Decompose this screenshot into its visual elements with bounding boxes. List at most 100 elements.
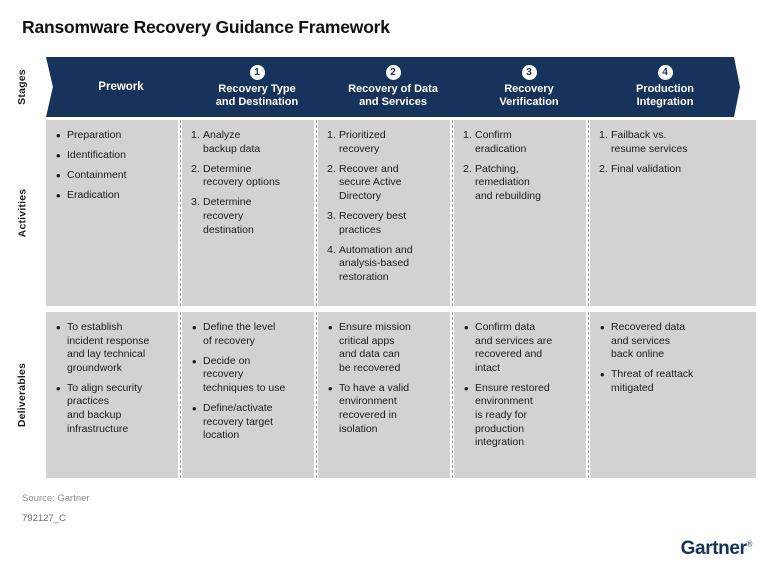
list-number: 2. (327, 162, 336, 175)
list-item: •Threat of reattack mitigated (599, 368, 748, 395)
list-item-text: Confirm eradication (475, 129, 527, 155)
list-item-text: Determine recovery destination (203, 196, 254, 236)
list-item-text: Automation and analysis-based restoratio… (339, 243, 413, 283)
stage-chevron-1[interactable]: Prework (46, 57, 196, 117)
deliverables-list: • Define the level of recovery • Decide on … (191, 321, 306, 443)
bullet-icon: • (192, 320, 197, 335)
deliverables-cell-2: • Define the level of recovery • Decide on … (182, 312, 314, 478)
list-number: 4. (327, 243, 336, 256)
list-item: • Define the level of recovery (191, 321, 306, 348)
row-label-deliverables-text: Deliverables (16, 362, 28, 428)
activities-list: • Preparation •Identification • Containment •… (55, 129, 170, 203)
list-item: 3.Determine recovery destination (191, 196, 306, 237)
column-divider (588, 312, 589, 478)
registered-trademark-icon: ® (746, 539, 753, 549)
list-item-text: Recovery best practices (339, 209, 407, 236)
row-label-activities-text: Activities (16, 188, 28, 238)
list-item-text: To establish incident response and lay t… (67, 321, 150, 374)
bullet-icon: • (464, 380, 469, 396)
bullet-icon: • (328, 320, 333, 335)
deliverables-list: •Recovered data and services back online… (599, 321, 748, 395)
list-item-text: To align security practices and backup i… (67, 381, 143, 435)
list-item-text: Ensure restored environment is ready for… (475, 381, 550, 449)
column-divider (180, 120, 181, 306)
document-id: 792127_C (22, 513, 66, 524)
stage-title: Prework (98, 80, 144, 93)
activities-cell-3: 1.Prioritized recovery 2.Recover and secu… (318, 120, 450, 306)
list-item-text: Determine recovery options (203, 162, 281, 189)
list-number: 2. (463, 162, 472, 175)
list-item-text: Decide on recovery techniques to use (203, 354, 286, 394)
list-item: 2.Patching, remediation and rebuilding (463, 163, 578, 204)
list-item: •Confirm data and services are recovered… (463, 321, 578, 375)
list-item-text: Threat of reattack mitigated (611, 368, 694, 394)
list-item: • To have a valid environment recovered i… (327, 382, 442, 436)
stage-title: Recovery Verification (499, 83, 559, 108)
bullet-icon: • (464, 320, 469, 335)
column-divider (452, 120, 453, 306)
column-divider (316, 120, 317, 306)
stage-number-badge-3: 3 (521, 65, 537, 80)
list-item-text: Recover and secure Active Directory (339, 162, 402, 202)
column-divider (180, 312, 181, 478)
list-item: • Ensure restored environment is ready fo… (463, 382, 578, 450)
list-item: • Preparation (55, 129, 170, 143)
list-item-text: Final validation (611, 162, 682, 175)
list-item-text: Preparation (67, 129, 122, 141)
list-item: •Identification (55, 149, 170, 163)
list-number: 3. (191, 196, 200, 209)
stage-title: Production Integration (635, 83, 695, 108)
list-item-text: Define the level of recovery (203, 321, 276, 347)
bullet-icon: • (192, 353, 197, 369)
bullet-icon: • (56, 168, 61, 184)
list-item-text: Recovered data and services back online (611, 321, 686, 361)
list-item-text: Containment (67, 169, 127, 182)
list-item-text: Failback vs. resume services (611, 129, 688, 155)
list-item: • Eradication (55, 189, 170, 203)
bullet-icon: • (328, 380, 333, 396)
deliverables-cell-4: •Confirm data and services are recovered… (454, 312, 586, 478)
bullet-icon: • (56, 188, 61, 204)
stage-title: Recovery Type and Destination (215, 83, 299, 108)
row-label-deliverables: Deliverables (0, 312, 44, 478)
list-item: •Define/activate recovery target locatio… (191, 402, 306, 443)
list-item: •To establish incident response and lay … (55, 321, 170, 375)
list-item: 3.Recovery best practices (327, 210, 442, 237)
deliverables-list: •Confirm data and services are recovered… (463, 321, 578, 450)
list-item-text: To have a valid environment recovered in… (339, 381, 410, 435)
list-number: 1. (327, 129, 336, 141)
list-number: 1. (463, 129, 472, 141)
deliverables-list: •Ensure mission critical apps and data c… (327, 321, 442, 436)
stage-number-badge-1: 1 (249, 65, 265, 80)
stage-title: Recovery of Data and Services (348, 83, 438, 108)
bullet-icon: • (56, 128, 61, 143)
list-item-text: Eradication (67, 189, 120, 202)
list-item: 2.Recover and secure Active Directory (327, 163, 442, 204)
list-number: 1. (599, 129, 608, 141)
list-item: • Decide on recovery techniques to use (191, 355, 306, 396)
list-item: 1.Confirm eradication (463, 129, 578, 156)
list-number: 2. (191, 162, 200, 175)
activities-list: 1.Confirm eradication 2.Patching, remedia… (463, 129, 578, 203)
activities-list: 1.Prioritized recovery 2.Recover and secu… (327, 129, 442, 284)
activities-cell-4: 1.Confirm eradication 2.Patching, remedia… (454, 120, 586, 306)
gartner-logo-text: Gartner (680, 538, 747, 559)
list-item: 2.Determine recovery options (191, 163, 306, 190)
page-title: Ransomware Recovery Guidance Framework (22, 17, 390, 37)
list-item: •Ensure mission critical apps and data c… (327, 321, 442, 375)
deliverables-list: •To establish incident response and lay … (55, 321, 170, 436)
list-item: 1.Analyze backup data (191, 129, 306, 156)
stage-number-badge-2: 2 (385, 65, 401, 80)
list-item: 1.Prioritized recovery (327, 129, 442, 156)
activities-cell-1: • Preparation •Identification • Containment •… (46, 120, 178, 306)
list-item: 1.Failback vs. resume services (599, 129, 748, 156)
